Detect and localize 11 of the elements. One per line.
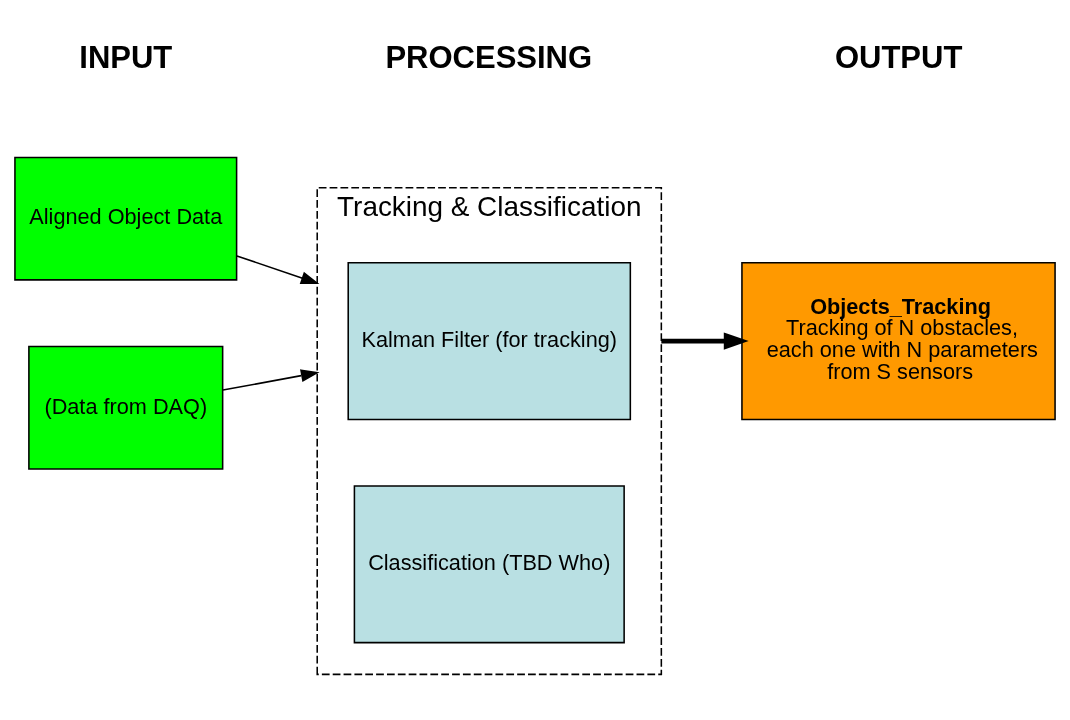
node-box: Objects_Tracking Tracking of N obstacles, each one with N parameters from S sensors	[741, 261, 1056, 420]
arrow	[236, 254, 320, 284]
node-box: (Data from DAQ)	[28, 345, 224, 470]
arrow	[661, 331, 749, 350]
node-box: Kalman Filter (for tracking)	[347, 261, 632, 420]
label: OUTPUT	[834, 39, 963, 75]
node-box: Classification (TBD Who)	[353, 484, 625, 643]
label: INPUT	[79, 39, 173, 75]
label: PROCESSING	[385, 39, 593, 75]
node-box: Aligned Object Data	[14, 156, 238, 281]
arrow	[222, 368, 320, 391]
